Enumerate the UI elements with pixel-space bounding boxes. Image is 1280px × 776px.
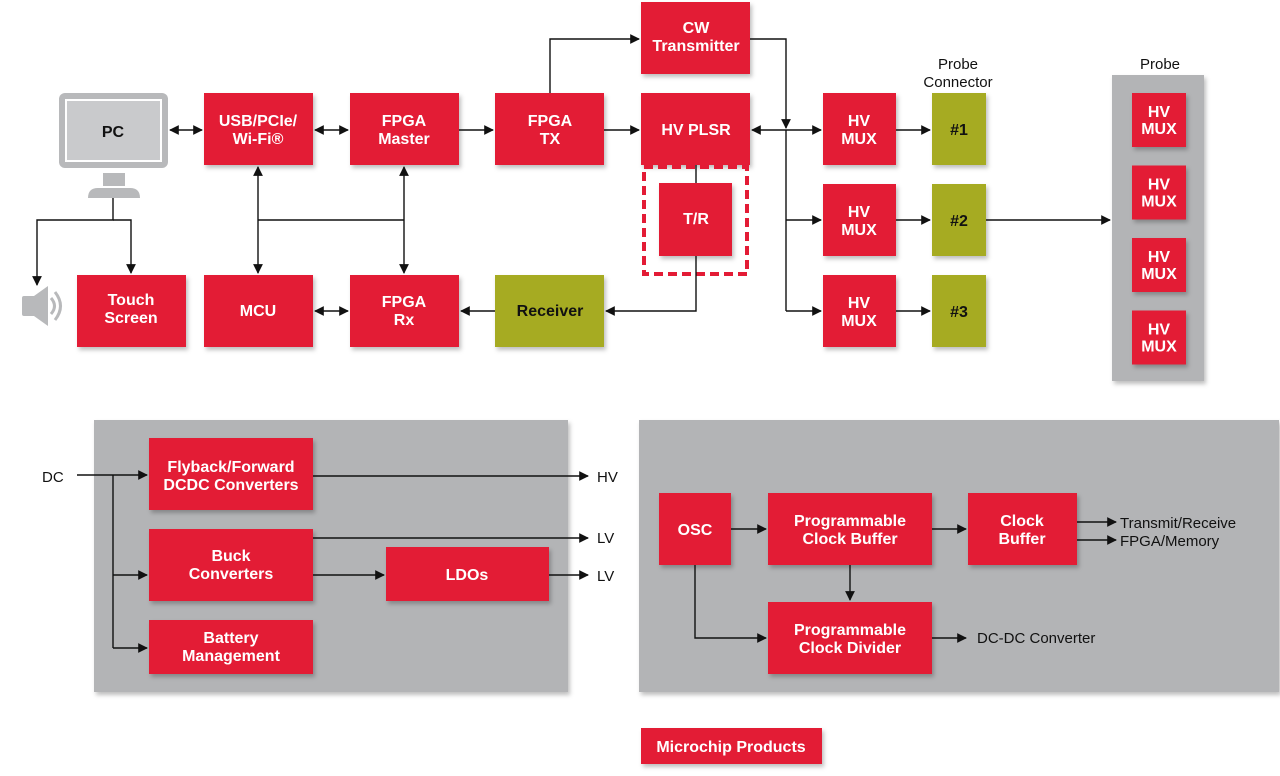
svg-text:HV: HV [1148,177,1171,194]
hv-pulser-block: HV PLSR [641,93,750,165]
clock-panel [639,420,1279,692]
svg-text:HV: HV [848,295,871,312]
fpga-master-block: FPGA Master [350,93,459,165]
clock-buffer-block: Clock Buffer [968,493,1077,565]
programmable-clock-buffer-block: Programmable Clock Buffer [768,493,932,565]
svg-text:Programmable: Programmable [794,513,906,530]
svg-text:T/R: T/R [683,211,709,228]
svg-text:MCU: MCU [240,303,276,320]
svg-text:MUX: MUX [841,222,877,239]
tr-switch-block: T/R [659,183,732,256]
svg-text:MUX: MUX [1141,266,1177,283]
power-wires [77,470,589,653]
probe-connector-2: #2 [932,184,986,256]
hv-output-label: HV [597,469,618,486]
mcu-block: MCU [204,275,313,347]
svg-text:DCDC Converters: DCDC Converters [163,477,298,494]
svg-text:Buffer: Buffer [998,531,1045,548]
svg-text:MUX: MUX [841,131,877,148]
svg-text:Flyback/Forward: Flyback/Forward [167,459,294,476]
svg-text:Converters: Converters [189,566,274,583]
hv-mux-block-2: HV MUX [823,184,896,256]
svg-text:Clock: Clock [1000,513,1044,530]
clock-wires [694,517,1117,643]
svg-text:Clock Divider: Clock Divider [799,640,901,657]
svg-text:#1: #1 [950,122,968,139]
svg-text:#2: #2 [950,213,968,230]
probe-title: Probe [1140,56,1180,73]
fpga-rx-block: FPGA Rx [350,275,459,347]
osc-block: OSC [659,493,731,565]
dc-dc-converter-label: DC-DC Converter [977,630,1095,647]
svg-text:HV: HV [1148,104,1171,121]
dc-input-label: DC [42,469,64,486]
svg-text:FPGA: FPGA [382,294,427,311]
svg-text:Programmable: Programmable [794,622,906,639]
svg-text:MUX: MUX [841,313,877,330]
ldos-block: LDOs [386,547,549,601]
svg-text:#3: #3 [950,304,968,321]
svg-text:MUX: MUX [1141,121,1177,138]
hv-mux-block-3: HV MUX [823,275,896,347]
svg-text:Touch: Touch [108,292,155,309]
svg-text:LDOs: LDOs [446,567,489,584]
svg-text:TX: TX [540,131,561,148]
buck-converters-block: Buck Converters [149,529,313,601]
battery-management-block: Battery Management [149,620,313,674]
lv-output-label-2: LV [597,568,614,585]
svg-text:OSC: OSC [678,522,713,539]
svg-text:Transmitter: Transmitter [652,38,739,55]
svg-text:USB/PCIe/: USB/PCIe/ [219,113,298,130]
pc-monitor-icon: PC [59,93,168,198]
svg-text:MUX: MUX [1141,339,1177,356]
svg-text:Battery: Battery [203,630,258,647]
probe-connector-3: #3 [932,275,986,347]
svg-text:HV: HV [848,204,871,221]
svg-text:Management: Management [182,648,280,665]
speaker-icon [22,286,62,326]
probe-connector-1: #1 [932,93,986,165]
usb-pcie-wifi-block: USB/PCIe/ Wi-Fi® [204,93,313,165]
transmit-receive-label: Transmit/Receive [1120,515,1236,532]
receiver-block: Receiver [495,275,604,347]
svg-text:Receiver: Receiver [517,303,584,320]
svg-text:Screen: Screen [104,310,157,327]
svg-text:Wi-Fi®: Wi-Fi® [233,131,284,148]
svg-text:Buck: Buck [211,548,250,565]
flyback-forward-block: Flyback/Forward DCDC Converters [149,438,313,510]
svg-text:HV PLSR: HV PLSR [661,122,731,139]
svg-text:Microchip Products: Microchip Products [656,739,805,756]
svg-text:Rx: Rx [394,312,415,329]
signal-wires [32,34,1111,316]
fpga-tx-block: FPGA TX [495,93,604,165]
tr-dashed-boundary [642,165,749,276]
svg-text:MUX: MUX [1141,194,1177,211]
svg-text:FPGA: FPGA [382,113,427,130]
fpga-memory-label: FPGA/Memory [1120,533,1220,550]
svg-text:HV: HV [1148,249,1171,266]
svg-text:CW: CW [683,20,711,37]
svg-text:HV: HV [1148,322,1171,339]
probe-connector-title-line1: Probe [938,56,978,73]
pc-label: PC [102,124,125,141]
svg-text:Clock Buffer: Clock Buffer [802,531,897,548]
programmable-clock-divider-block: Programmable Clock Divider [768,602,932,674]
svg-text:FPGA: FPGA [528,113,573,130]
hv-mux-block-1: HV MUX [823,93,896,165]
cw-transmitter-block: CW Transmitter [641,2,750,74]
svg-text:HV: HV [848,113,871,130]
touch-screen-block: Touch Screen [77,275,186,347]
legend-microchip-products: Microchip Products [641,728,822,764]
probe-connector-title-line2: Connector [923,74,992,91]
svg-text:Master: Master [378,131,430,148]
lv-output-label-1: LV [597,530,614,547]
